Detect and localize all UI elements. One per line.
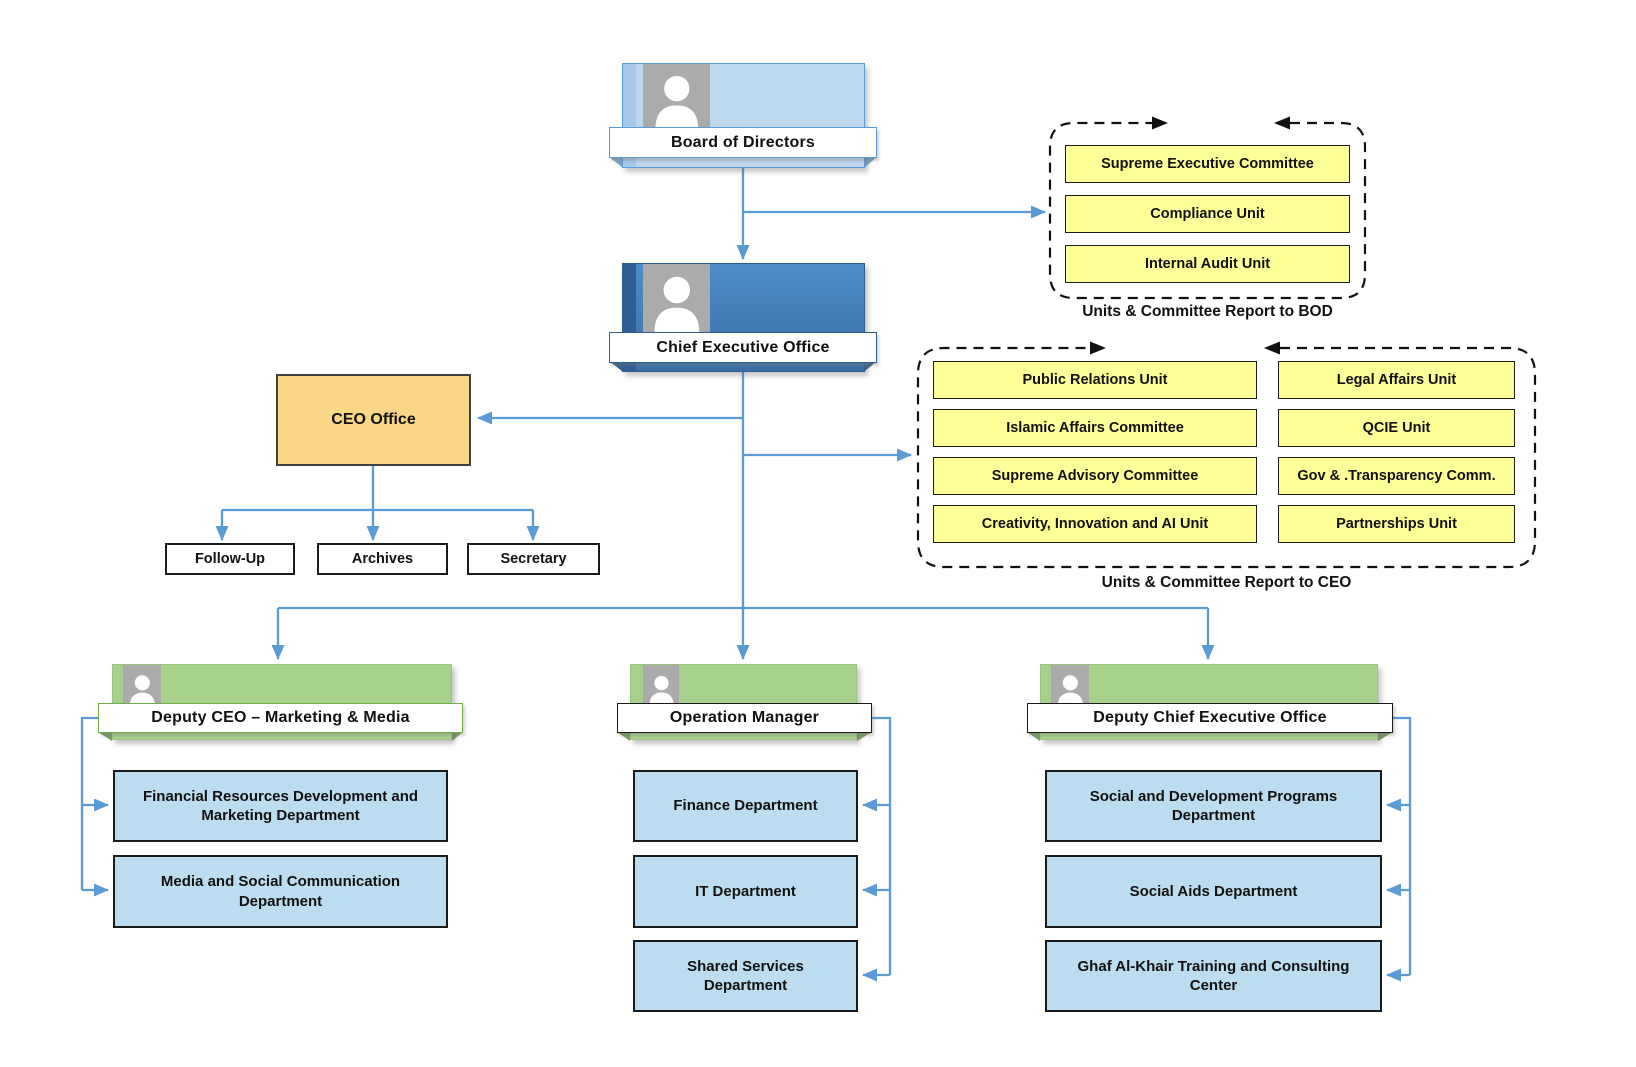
bod-panel-item: Internal Audit Unit <box>1065 245 1350 283</box>
deputy-chief-executive-office-label: Deputy Chief Executive Office <box>1027 703 1393 733</box>
department-box: Shared Services Department <box>633 940 858 1012</box>
ceo-panel-item: Creativity, Innovation and AI Unit <box>933 505 1257 543</box>
ceo-panel-item: Supreme Advisory Committee <box>933 457 1257 495</box>
person-icon <box>643 64 710 129</box>
bod-panel-item: Compliance Unit <box>1065 195 1350 233</box>
ceo-panel-item: Legal Affairs Unit <box>1278 361 1515 399</box>
ceo-panel-item: QCIE Unit <box>1278 409 1515 447</box>
bod-panel-item: Supreme Executive Committee <box>1065 145 1350 183</box>
person-icon <box>1051 665 1089 709</box>
blue-connectors <box>80 168 1412 982</box>
deputy-ceo-marketing-media-label: Deputy CEO – Marketing & Media <box>98 703 463 733</box>
department-box: Financial Resources Development and Mark… <box>113 770 448 842</box>
ceo-panel-item: Gov & .Transparency Comm. <box>1278 457 1515 495</box>
department-box: Social Aids Department <box>1045 855 1382 928</box>
department-box: Social and Development Programs Departme… <box>1045 770 1382 842</box>
department-box: Media and Social Communication Departmen… <box>113 855 448 928</box>
banner-fold-shadows <box>98 157 1393 741</box>
department-box: IT Department <box>633 855 858 928</box>
dashed-panel-frames <box>916 121 1537 569</box>
ceo-panel-item: Partnerships Unit <box>1278 505 1515 543</box>
person-icon <box>643 665 679 709</box>
node-archives: Archives <box>317 543 448 575</box>
board-of-directors-label: Board of Directors <box>609 127 877 158</box>
node-secretary: Secretary <box>467 543 600 575</box>
bod-panel-caption: Units & Committee Report to BOD <box>1082 303 1333 320</box>
ceo-panel-caption: Units & Committee Report to CEO <box>1101 574 1352 591</box>
operation-manager-label: Operation Manager <box>617 703 872 733</box>
department-box: Ghaf Al-Khair Training and Consulting Ce… <box>1045 940 1382 1012</box>
node-ceo-office: CEO Office <box>276 374 471 466</box>
chief-executive-office-label: Chief Executive Office <box>609 332 877 363</box>
ceo-panel-item: Public Relations Unit <box>933 361 1257 399</box>
department-box: Finance Department <box>633 770 858 842</box>
ceo-panel-item: Islamic Affairs Committee <box>933 409 1257 447</box>
person-icon <box>643 264 710 333</box>
dashed-frame-arrowheads <box>1090 116 1290 355</box>
person-icon <box>123 665 161 709</box>
node-follow-up: Follow-Up <box>165 543 295 575</box>
